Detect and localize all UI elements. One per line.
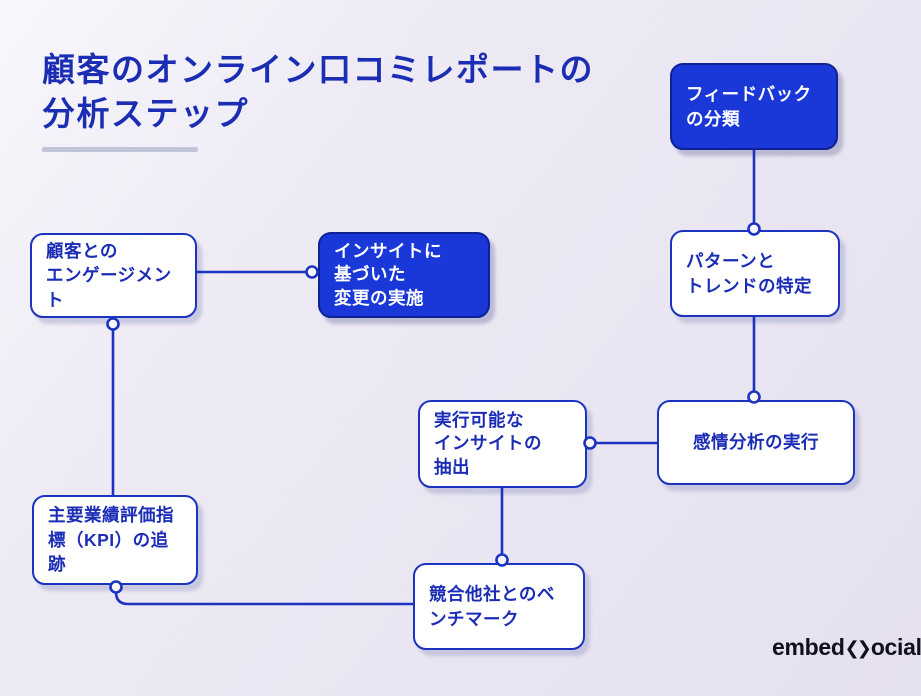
node-kpi-tracking: 主要業績評価指 標（KPI）の追跡: [32, 495, 198, 585]
connector-dot: [305, 265, 319, 279]
edge-benchmark-to-kpi: [114, 589, 413, 606]
node-label: トレンドの特定: [686, 275, 812, 296]
connector-dot: [106, 317, 120, 331]
node-identify-patterns: パターンと トレンドの特定: [670, 230, 840, 317]
node-label: の分類: [686, 108, 740, 129]
node-label: 主要業績評価指: [48, 505, 174, 526]
embedsocial-logo: embed❮❯ocial: [772, 634, 921, 661]
node-label: 変更の実施: [334, 287, 424, 308]
node-sentiment-analysis: 感情分析の実行: [657, 400, 855, 485]
node-label: 感情分析の実行: [693, 432, 819, 453]
logo-text-ocial: ocial: [870, 634, 921, 660]
node-label: 顧客との: [46, 240, 118, 261]
node-competitor-benchmark: 競合他社とのベ ンチマーク: [413, 563, 585, 650]
node-label: ンチマーク: [429, 608, 519, 629]
node-label: パターンと: [686, 251, 776, 271]
node-label: エンゲージメント: [46, 265, 172, 310]
node-label: 基づいた: [334, 264, 406, 285]
node-label: フィードバック: [686, 84, 812, 104]
node-extract-insights: 実行可能な インサイトの 抽出: [418, 400, 587, 488]
page-title-line-1: 顧客のオンライン口コミレポートの: [42, 51, 594, 88]
node-customer-engagement: 顧客との エンゲージメント: [30, 233, 197, 318]
page-title-line-2: 分析ステップ: [42, 94, 249, 132]
node-label: 標（KPI）の追跡: [48, 529, 169, 575]
node-label: 抽出: [434, 456, 470, 477]
node-label: 実行可能な: [434, 410, 524, 431]
node-label: インサイトに: [334, 241, 442, 262]
title-underline: [42, 147, 198, 152]
logo-s-icon: ❮❯: [844, 638, 872, 658]
node-implement-changes: インサイトに 基づいた 変更の実施: [318, 232, 490, 318]
page-title: 顧客のオンライン口コミレポートの 分析ステップ: [42, 48, 594, 136]
node-label: 競合他社とのベ: [429, 584, 555, 604]
node-feedback-classification: フィードバック の分類: [670, 63, 838, 150]
logo-text-embed: embed: [772, 634, 845, 660]
node-label: インサイトの: [434, 433, 542, 454]
